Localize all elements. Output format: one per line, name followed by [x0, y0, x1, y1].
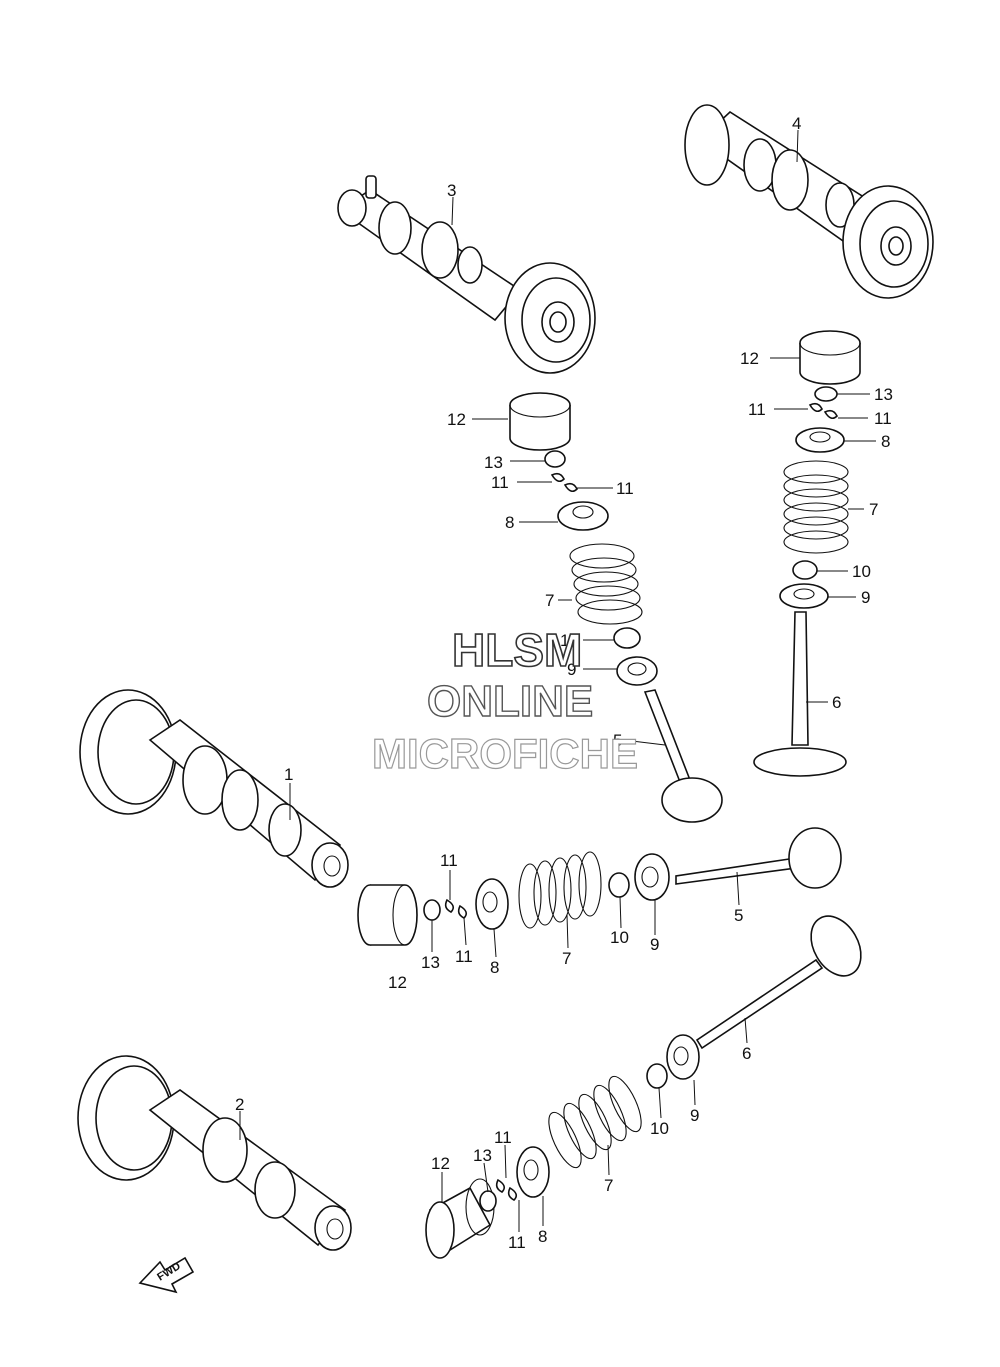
- valve-6-bottom[interactable]: [695, 907, 871, 1050]
- cotter-11-center-b[interactable]: [563, 482, 578, 493]
- shim-13-bottom[interactable]: [479, 1190, 497, 1212]
- valve-assembly-bottom: [425, 907, 871, 1259]
- cotter-11-bottom-a[interactable]: [495, 1178, 506, 1193]
- callout-3: 3: [447, 181, 456, 200]
- callout-9: 9: [690, 1106, 699, 1125]
- seal-10-center[interactable]: [613, 627, 641, 649]
- callout-5: 5: [613, 731, 622, 750]
- callout-1: 1: [284, 765, 293, 784]
- callout-11: 11: [748, 400, 766, 419]
- seat-9-center[interactable]: [616, 656, 658, 686]
- callout-13: 13: [473, 1146, 492, 1165]
- callout-10: 10: [610, 928, 629, 947]
- seat-9-right[interactable]: [779, 583, 829, 609]
- seal-10-bottom[interactable]: [646, 1063, 668, 1089]
- cotter-11-right-a[interactable]: [808, 402, 823, 413]
- callout-11: 11: [455, 947, 473, 966]
- callout-9: 9: [861, 588, 870, 607]
- callout-12: 12: [740, 349, 759, 368]
- callout-8: 8: [881, 432, 890, 451]
- callout-11: 11: [440, 851, 458, 870]
- cotter-11-horizontal-b[interactable]: [457, 904, 468, 919]
- callout-labels: 1 2 3 4 12 13 11 11 8 7 10 9 5 12 13 11 …: [235, 114, 893, 1252]
- watermark-line-2: ONLINE: [427, 677, 593, 726]
- cotter-11-horizontal-a[interactable]: [444, 898, 455, 913]
- callout-8: 8: [490, 958, 499, 977]
- cotter-11-bottom-b[interactable]: [507, 1186, 518, 1201]
- callout-12: 12: [431, 1154, 450, 1173]
- callout-12: 12: [388, 973, 407, 992]
- watermark-line-3: MICROFICHE: [372, 730, 638, 777]
- seat-9-horizontal[interactable]: [634, 853, 670, 901]
- callout-10: 10: [560, 631, 579, 650]
- valve-assembly-center: [509, 392, 723, 823]
- callout-12: 12: [447, 410, 466, 429]
- retainer-8-bottom[interactable]: [516, 1146, 550, 1198]
- callout-7: 7: [604, 1176, 613, 1195]
- valve-5-center[interactable]: [643, 689, 723, 823]
- callout-6: 6: [832, 693, 841, 712]
- callout-4: 4: [792, 114, 801, 133]
- watermark-line-1: HLSM: [452, 624, 582, 676]
- retainer-8-right[interactable]: [795, 427, 845, 453]
- retainer-8-center[interactable]: [557, 501, 609, 531]
- callout-9: 9: [567, 660, 576, 679]
- tappet-12-center[interactable]: [509, 392, 571, 451]
- callout-11: 11: [508, 1233, 526, 1252]
- tappet-12-horizontal[interactable]: [357, 884, 418, 946]
- callout-11: 11: [491, 473, 509, 492]
- watermark: HLSM ONLINE MICROFICHE: [371, 623, 638, 777]
- callout-13: 13: [484, 453, 503, 472]
- callout-11: 11: [874, 409, 892, 428]
- camshaft-3[interactable]: [337, 175, 596, 374]
- callout-10: 10: [852, 562, 871, 581]
- callout-8: 8: [505, 513, 514, 532]
- cotter-11-center-a[interactable]: [550, 472, 565, 483]
- camshaft-2[interactable]: [77, 1055, 352, 1251]
- spring-7-right[interactable]: [783, 460, 849, 554]
- callout-8: 8: [538, 1227, 547, 1246]
- callout-7: 7: [545, 591, 554, 610]
- callout-7: 7: [562, 949, 571, 968]
- spring-7-center[interactable]: [569, 543, 643, 625]
- tappet-12-right[interactable]: [799, 330, 861, 385]
- leader-lines: [239, 129, 876, 1232]
- shim-13-center[interactable]: [544, 450, 566, 468]
- callout-13: 13: [874, 385, 893, 404]
- callout-5: 5: [734, 906, 743, 925]
- callout-9: 9: [650, 935, 659, 954]
- callout-11: 11: [494, 1128, 512, 1147]
- callout-11: 11: [616, 479, 634, 498]
- callout-13: 13: [421, 953, 440, 972]
- valve-5-horizontal[interactable]: [675, 827, 842, 889]
- valve-assembly-horizontal: [357, 827, 842, 946]
- callout-10: 10: [650, 1119, 669, 1138]
- retainer-8-horizontal[interactable]: [475, 878, 509, 930]
- shim-13-horizontal[interactable]: [423, 899, 441, 921]
- valve-assembly-right: [753, 330, 861, 777]
- shim-13-right[interactable]: [814, 386, 838, 402]
- callout-2: 2: [235, 1095, 244, 1114]
- camshaft-4[interactable]: [684, 104, 934, 299]
- callout-6: 6: [742, 1044, 751, 1063]
- tappet-12-bottom[interactable]: [425, 1178, 495, 1259]
- cotter-11-right-b[interactable]: [823, 409, 838, 420]
- seal-10-right[interactable]: [792, 560, 818, 580]
- fwd-arrow-icon: FWD: [138, 1256, 195, 1294]
- spring-7-bottom[interactable]: [542, 1072, 647, 1172]
- seat-9-bottom[interactable]: [666, 1034, 700, 1080]
- seal-10-horizontal[interactable]: [608, 872, 630, 898]
- spring-7-horizontal[interactable]: [518, 851, 602, 929]
- camshaft-1[interactable]: [79, 689, 349, 888]
- valve-6-right[interactable]: [753, 611, 847, 777]
- callout-7: 7: [869, 500, 878, 519]
